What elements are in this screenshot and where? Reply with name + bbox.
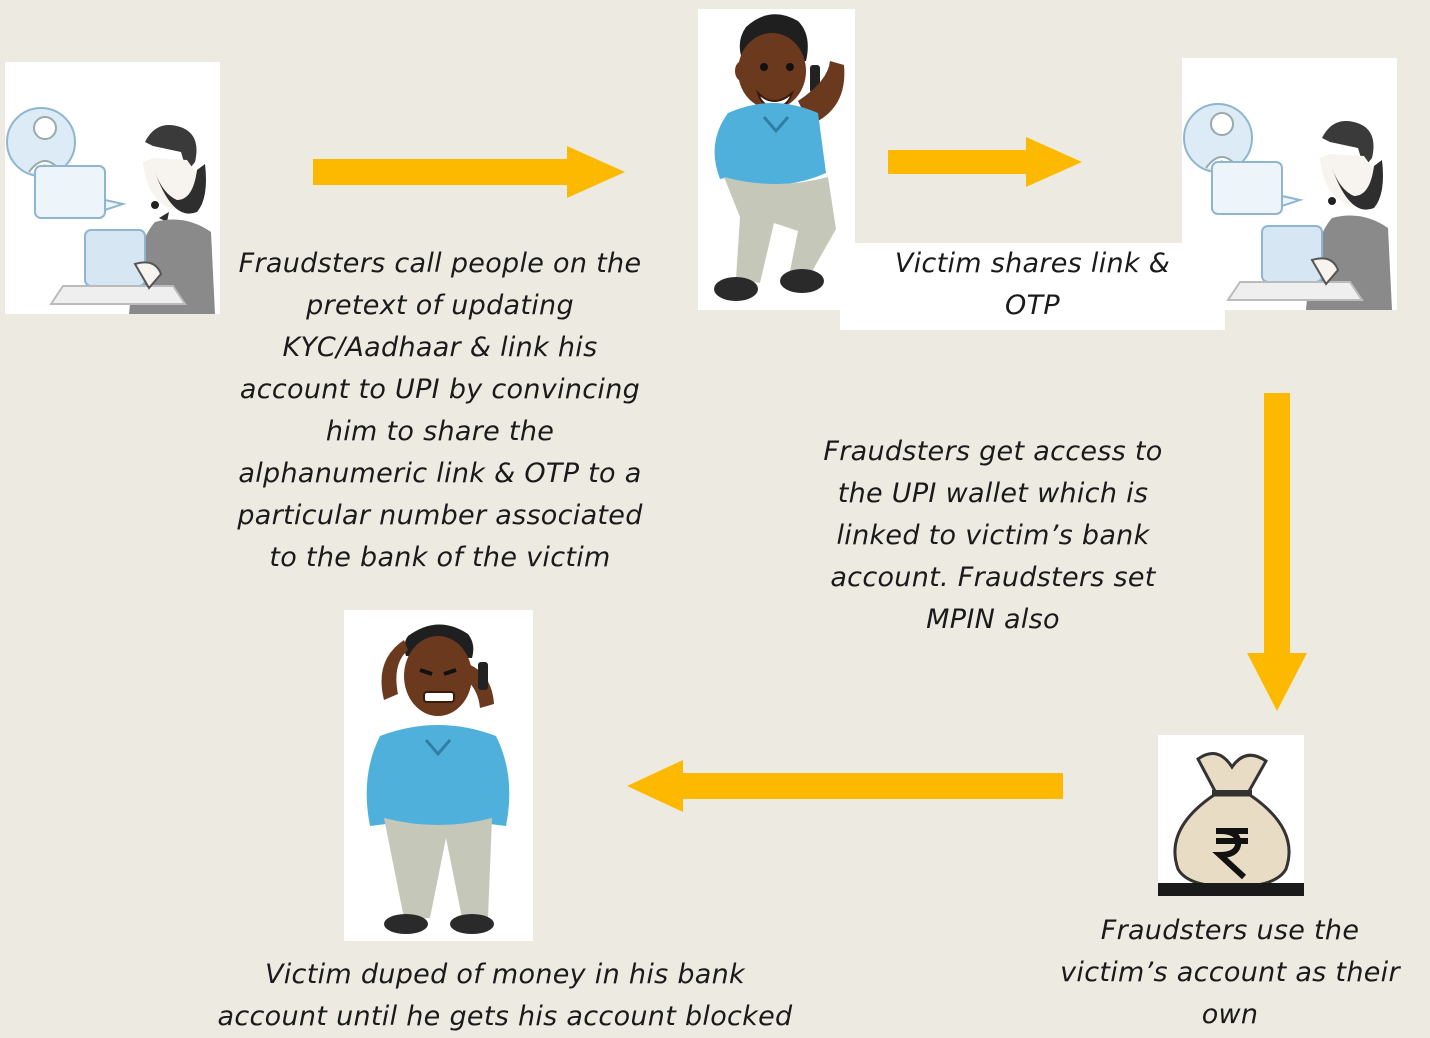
step-victim-shares-caption: Victim shares link & OTP xyxy=(840,243,1225,330)
caption-line: account to UPI by convincing xyxy=(239,374,641,405)
caption-line: Victim duped of money in his bank xyxy=(264,959,745,990)
arrow-right-2 xyxy=(888,137,1082,187)
distressed-victim-icon xyxy=(344,610,533,941)
caption-line: victim’s account as their xyxy=(1060,957,1400,988)
caption-line: linked to victim’s bank xyxy=(836,520,1150,551)
victim-on-phone-icon xyxy=(698,9,855,310)
caption-line: account until he gets his account blocke… xyxy=(217,1001,793,1032)
caption-line: the UPI wallet which is xyxy=(837,478,1149,509)
caption-line: own xyxy=(1201,999,1259,1030)
caption-line: pretext of updating xyxy=(306,290,574,321)
caption-line: account. Fraudsters set xyxy=(830,562,1156,593)
step-victim-duped-caption: Victim duped of money in his bank accoun… xyxy=(130,954,880,1038)
caption-line: OTP xyxy=(1005,290,1060,321)
fraudster-call-center-icon xyxy=(5,62,220,314)
caption-line: Fraudsters call people on the xyxy=(238,248,642,279)
caption-line: Victim shares link & xyxy=(894,248,1171,279)
caption-line: to the bank of the victim xyxy=(269,542,611,573)
caption-line: alphanumeric link & OTP to a xyxy=(238,458,642,489)
arrow-left xyxy=(627,760,1063,812)
caption-line: Fraudsters get access to xyxy=(823,436,1163,467)
arrow-right-1 xyxy=(313,146,625,198)
fraudster-call-center-icon xyxy=(1182,58,1397,310)
caption-line: particular number associated xyxy=(237,500,643,531)
arrow-down xyxy=(1247,393,1307,711)
caption-line: him to share the xyxy=(325,416,555,447)
rupee-money-bag-icon xyxy=(1158,735,1304,896)
caption-line: Fraudsters use the xyxy=(1100,915,1360,946)
caption-line: KYC/Aadhaar & link his xyxy=(282,332,598,363)
step-money-used-caption: Fraudsters use the victim’s account as t… xyxy=(1030,910,1430,1036)
caption-line: MPIN also xyxy=(926,604,1060,635)
step-fraudster-calls-caption: Fraudsters call people on the pretext of… xyxy=(190,243,690,579)
step-fraudster-access-caption: Fraudsters get access to the UPI wallet … xyxy=(768,431,1218,641)
